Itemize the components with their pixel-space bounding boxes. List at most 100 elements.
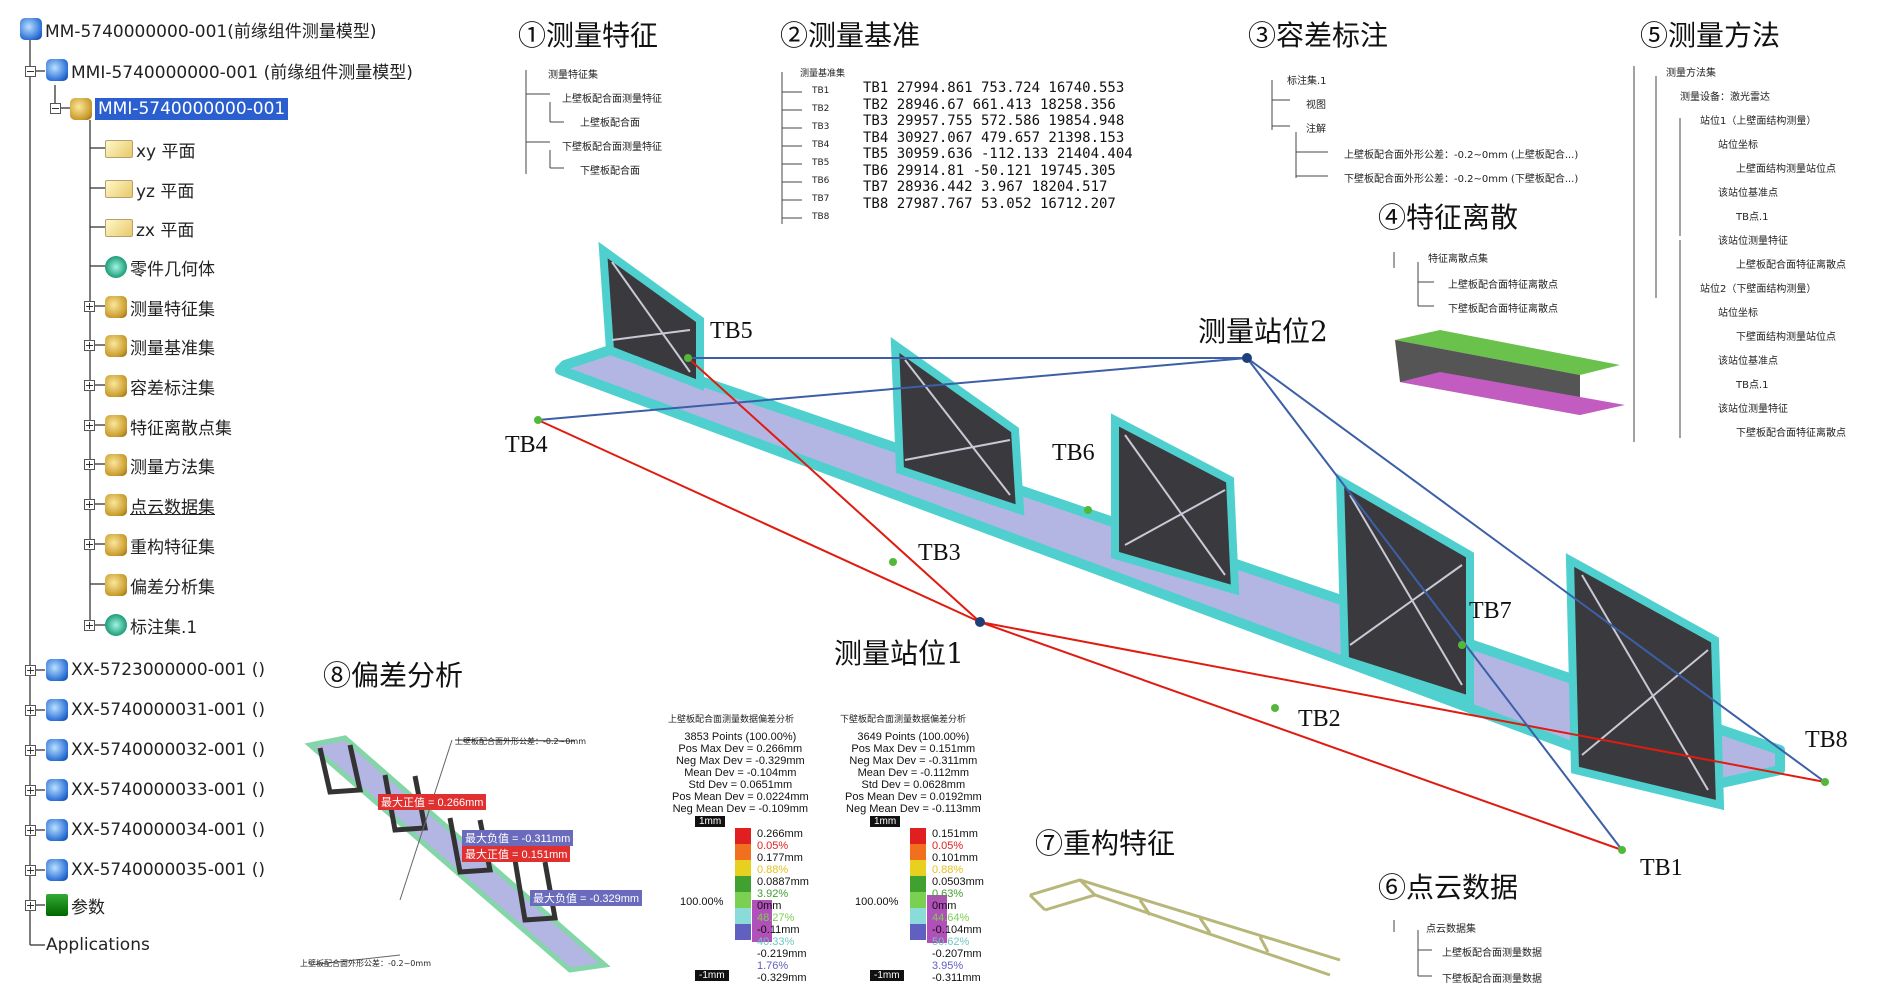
collapse-toggle[interactable] (50, 103, 61, 114)
geoset-icon (105, 296, 127, 318)
discrete-tree-lines (1393, 252, 1434, 307)
scale-lower-11: 3.95% (932, 960, 964, 972)
label-tb8: TB8 (1805, 727, 1848, 753)
discrete-points-thumbnail (1395, 330, 1625, 415)
expand-toggle[interactable] (25, 825, 36, 836)
station2-point (1242, 353, 1252, 363)
tree-item-cloud-set[interactable]: 点云数据集 (105, 492, 215, 518)
tree-item-xx-5740000034[interactable]: XX-5740000034-001 () (46, 817, 265, 843)
scale-upper-7: 48.27% (757, 912, 795, 924)
scale-lower-7: 44.64% (932, 912, 970, 924)
tree-item-applications[interactable]: Applications (46, 935, 150, 955)
tree-item-feature-set[interactable]: 测量特征集 (105, 294, 215, 320)
tree-item-parameters[interactable]: 参数 (46, 892, 105, 918)
deviation-callout-bottom: 上壁板配合面外形公差：-0.2~0mm (300, 959, 431, 968)
tree-item-part-body[interactable]: 零件几何体 (105, 254, 215, 280)
cloud-tree-root: 点云数据集 (1426, 924, 1476, 935)
tree-item-datum-set[interactable]: 测量基准集 (105, 333, 215, 359)
tree-item-rebuild-set[interactable]: 重构特征集 (105, 532, 215, 558)
tree-item-mmi-part[interactable]: MMI-5740000000-001 (70, 96, 289, 122)
tree-item-method-set[interactable]: 测量方法集 (105, 452, 215, 478)
expand-toggle[interactable] (25, 745, 36, 756)
feature-tree-lower-face: 下壁板配合面 (580, 166, 640, 177)
expand-toggle[interactable] (84, 539, 95, 550)
datum-tree-tb1: TB1 (812, 86, 830, 96)
tb5-point (684, 354, 692, 362)
expand-toggle[interactable] (25, 705, 36, 716)
scale-lower-12: -0.311mm (932, 972, 981, 984)
scale-lower-6: 0mm (932, 900, 957, 912)
tree-item-deviation-set[interactable]: 偏差分析集 (105, 572, 215, 598)
tree-item-yz-plane[interactable]: yz 平面 (105, 176, 194, 202)
deviation-colorbar-upper (735, 828, 751, 940)
tree-item-xx-5740000033[interactable]: XX-5740000033-001 () (46, 777, 265, 803)
scale-upper-10: -0.219mm (757, 948, 807, 960)
tb7-point (1458, 641, 1466, 649)
method-tree-s1-datum: 该站位基准点 (1718, 188, 1778, 199)
scale-lower-3: 0.88% (932, 864, 964, 876)
rib-cross-bracing (611, 261, 1709, 791)
tree-item-annotation-set[interactable]: 标注集.1 (105, 612, 197, 638)
tree-item-root[interactable]: MM-5740000000-001(前缘组件测量模型) (20, 16, 376, 42)
deviation-tag-pos-upper: 最大正值 = 0.266mm (378, 794, 487, 810)
parameters-icon (46, 894, 68, 916)
tree-item-tolerance-set[interactable]: 容差标注集 (105, 373, 215, 399)
station2-blue-lines (537, 357, 1826, 851)
deviation-panel-upper-stats: 3853 Points (100.00%) Pos Max Dev = 0.26… (672, 731, 809, 815)
product-icon (46, 659, 68, 681)
collapse-toggle[interactable] (25, 66, 36, 77)
deviation-panel-lower-total: 100.00% (855, 896, 899, 908)
tree-item-zx-plane[interactable]: zx 平面 (105, 215, 194, 241)
expand-toggle[interactable] (25, 900, 36, 911)
part-gear-icon (70, 98, 92, 120)
expand-toggle[interactable] (25, 785, 36, 796)
feature-tree-upper-face: 上壁板配合面 (580, 118, 640, 129)
feature-tree-lower: 下壁板配合面测量特征 (562, 142, 662, 153)
feature-tree-upper: 上壁板配合面测量特征 (562, 94, 662, 105)
deviation-panel-upper-total: 100.00% (680, 896, 724, 908)
method-tree-s1-coord: 站位坐标 (1718, 140, 1758, 151)
product-icon (46, 699, 68, 721)
expand-toggle[interactable] (84, 499, 95, 510)
geoset-icon (105, 574, 127, 596)
plane-icon (105, 180, 133, 198)
expand-toggle[interactable] (84, 459, 95, 470)
cloud-tree-lines (1393, 920, 1432, 977)
label-tb2: TB2 (1298, 706, 1341, 732)
tree-item-xx-5723000000[interactable]: XX-5723000000-001 () (46, 657, 265, 683)
label-station1: 测量站位1 (834, 637, 964, 670)
expand-toggle[interactable] (25, 865, 36, 876)
scale-upper-4: 0.0887mm (757, 876, 809, 888)
annotation-set-icon (105, 614, 127, 636)
product-icon (46, 819, 68, 841)
label-tb7: TB7 (1469, 598, 1512, 624)
expand-toggle[interactable] (25, 665, 36, 676)
tree-item-xx-5740000031[interactable]: XX-5740000031-001 () (46, 697, 265, 723)
datum-tree-lines (781, 72, 802, 224)
scale-lower-0: 0.151mm (932, 828, 978, 840)
tree-item-mmi-product[interactable]: MMI-5740000000-001 (前缘组件测量模型) (46, 57, 413, 83)
expand-toggle[interactable] (84, 620, 95, 631)
expand-toggle[interactable] (84, 340, 95, 351)
deviation-panel-upper-top-limit: 1mm (695, 816, 726, 827)
station1-red-lines (537, 357, 1826, 851)
heading-measure-feature: ①测量特征 (518, 19, 659, 52)
expand-toggle[interactable] (84, 301, 95, 312)
tree-item-xy-plane[interactable]: xy 平面 (105, 136, 196, 162)
scale-upper-6: 0mm (757, 900, 782, 912)
scale-lower-5: 0.63% (932, 888, 964, 900)
method-tree-lines (1633, 66, 1681, 442)
expand-toggle[interactable] (84, 420, 95, 431)
expand-toggle[interactable] (84, 380, 95, 391)
scale-upper-2: 0.177mm (757, 852, 803, 864)
tolerance-tree-upper: 上壁板配合面外形公差：-0.2~0mm (上壁板配合...) (1344, 150, 1579, 161)
datum-tree-root: 测量基准集 (800, 69, 846, 79)
tree-item-xx-5740000032[interactable]: XX-5740000032-001 () (46, 737, 265, 763)
label-tb4: TB4 (505, 432, 548, 458)
feature-tree-root: 测量特征集 (548, 70, 598, 81)
heading-discrete: ④特征离散 (1378, 201, 1519, 234)
tree-item-xx-5740000035[interactable]: XX-5740000035-001 () (46, 857, 265, 883)
tree-item-discrete-set[interactable]: 特征离散点集 (105, 413, 232, 439)
tolerance-tree-view: 视图 (1306, 100, 1326, 111)
